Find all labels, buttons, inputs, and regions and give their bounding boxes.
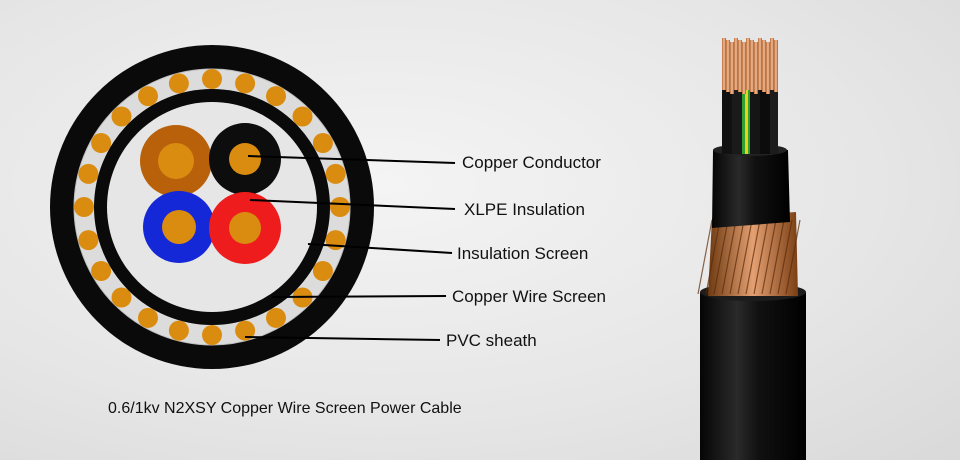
- caption: 0.6/1kv N2XSY Copper Wire Screen Power C…: [108, 400, 462, 417]
- screen-strand: [761, 219, 777, 295]
- screen-strand: [705, 219, 721, 295]
- core-blue: [143, 191, 215, 263]
- leader-insulation-screen: [307, 243, 453, 254]
- copper-wire: [168, 73, 189, 94]
- label-pvc-sheath: PVC sheath: [446, 331, 537, 350]
- screen-strand: [721, 219, 737, 295]
- cable-cross-section: [50, 45, 374, 369]
- label-xlpe-insulation: XLPE Insulation: [464, 200, 585, 219]
- screen-strand: [769, 219, 785, 295]
- copper-wire: [266, 86, 286, 107]
- conductor-strand: [754, 42, 758, 94]
- conductor-strand: [762, 40, 766, 92]
- conductor-strand: [750, 40, 754, 92]
- cable-outer-sheath: [700, 292, 806, 460]
- copper-wire: [91, 261, 112, 281]
- copper-wire: [266, 307, 286, 328]
- screen-strand: [713, 219, 729, 295]
- copper-wire: [168, 320, 189, 341]
- conductor-strand: [766, 42, 770, 94]
- copper-wire: [91, 133, 112, 153]
- label-insulation-screen: Insulation Screen: [457, 244, 589, 263]
- core-brown: [140, 125, 212, 197]
- cable-screen-strands: [697, 219, 801, 295]
- conductor-strand: [770, 38, 774, 90]
- copper-wire: [312, 261, 333, 281]
- cable-cores: [722, 88, 778, 154]
- copper-wire: [330, 197, 350, 217]
- insulation-screen-fill: [107, 102, 317, 312]
- cable-illustration: [697, 38, 806, 460]
- leader-lines: [244, 155, 456, 341]
- conductor-strand: [722, 38, 726, 90]
- screen-strand: [745, 219, 761, 295]
- copper-wire: [78, 230, 99, 251]
- copper-wire: [111, 106, 132, 127]
- core-black: [209, 123, 281, 195]
- copper-wire: [202, 325, 222, 345]
- conductor-strand: [742, 42, 746, 94]
- conductor-strand: [738, 40, 742, 92]
- conductor-strand: [734, 38, 738, 90]
- screen-strand: [729, 219, 745, 295]
- leader-copper-conductor: [247, 155, 456, 164]
- screen-strand: [777, 219, 793, 295]
- screen-strand: [697, 219, 713, 295]
- label-copper-wire-screen: Copper Wire Screen: [452, 287, 607, 306]
- copper-wire: [138, 86, 158, 107]
- copper-wire: [312, 133, 333, 153]
- copper-wire: [325, 163, 346, 184]
- copper-wire: [235, 320, 256, 341]
- cable-conductor-strands: [722, 38, 778, 94]
- leader-copper-wire-screen: [271, 295, 447, 298]
- copper-wire: [74, 197, 94, 217]
- conductor-strand: [774, 40, 778, 92]
- conductor-strand: [758, 38, 762, 90]
- copper-wire: [292, 106, 313, 127]
- core-red: [209, 192, 281, 264]
- leader-pvc-sheath: [244, 336, 441, 341]
- leader-xlpe-insulation: [249, 199, 456, 210]
- copper-wire: [111, 287, 132, 308]
- screen-strand: [737, 219, 753, 295]
- conductor-strand: [726, 40, 730, 92]
- copper-wire-ring: [74, 69, 350, 345]
- conductor-strand: [730, 42, 734, 94]
- cable-inner-sheath: [712, 150, 790, 228]
- copper-wire: [78, 163, 99, 184]
- screen-strand: [753, 219, 769, 295]
- screen-strand: [785, 219, 801, 295]
- label-copper-conductor: Copper Conductor: [462, 153, 601, 172]
- copper-wire: [138, 307, 158, 328]
- copper-wire: [202, 69, 222, 89]
- conductor-strand: [746, 38, 750, 90]
- copper-wire: [235, 73, 256, 94]
